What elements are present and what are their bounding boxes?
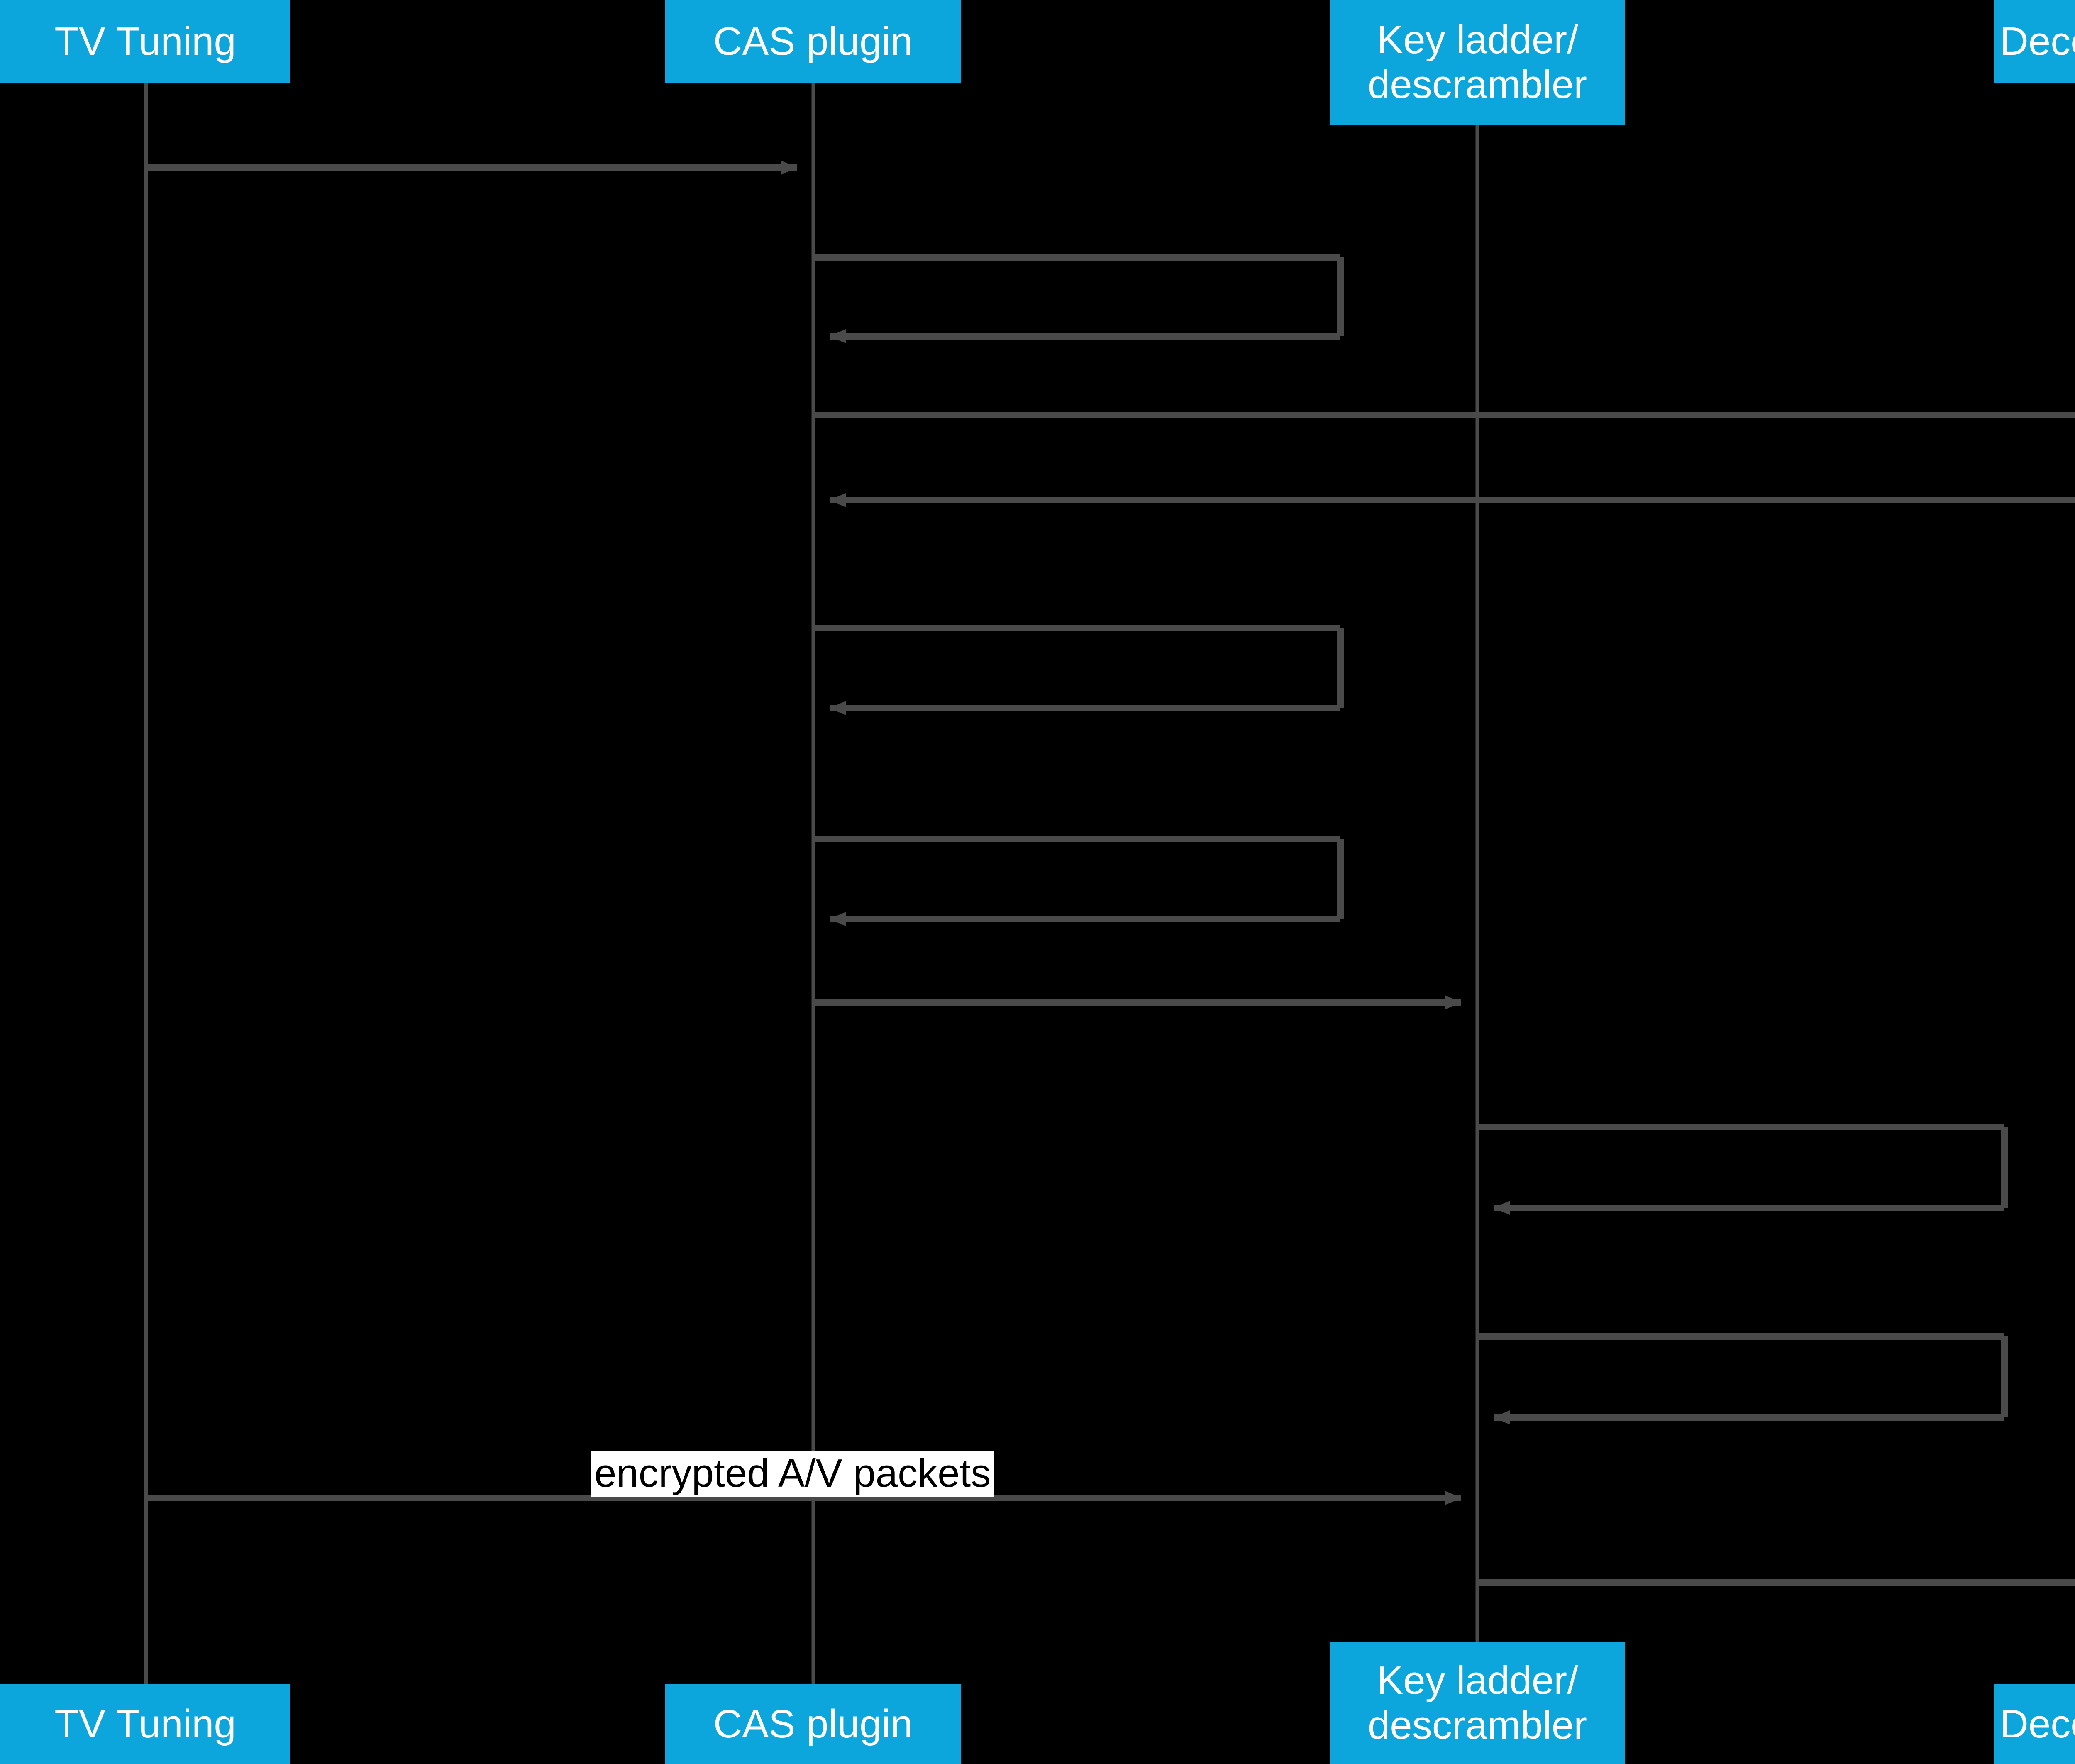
message-self-m5 (813, 625, 1344, 715)
message-label-encrypted-av-packets: encrypted A/V packets (591, 1451, 994, 1497)
actor-header-label-decode-display: Decode, display (1999, 19, 2075, 64)
lifelines (144, 83, 1479, 1684)
message-self-m8 (1477, 1124, 2008, 1215)
message-self-m2 (813, 254, 1344, 343)
actor-header-cas-plugin[interactable]: CAS plugin (665, 0, 961, 83)
actor-footer-label-key-ladder-descrambler: Key ladder/ descrambler (1367, 1658, 1587, 1747)
actor-footer-key-ladder-descrambler[interactable]: Key ladder/ descrambler (1330, 1642, 1625, 1764)
actor-footer-decode-display[interactable]: Decode, display (1994, 1684, 2075, 1764)
actor-header-key-ladder-descrambler[interactable]: Key ladder/ descrambler (1330, 0, 1625, 125)
message-self-m9 (1477, 1333, 2008, 1424)
actor-footer-label-cas-plugin: CAS plugin (713, 1701, 913, 1746)
actor-header-label-cas-plugin: CAS plugin (713, 19, 913, 64)
actor-footer-cas-plugin[interactable]: CAS plugin (665, 1684, 961, 1764)
actor-footer-label-tv-tuning: TV Tuning (54, 1701, 236, 1746)
actor-header-decode-display[interactable]: Decode, display (1994, 0, 2075, 83)
actor-footer-tv-tuning[interactable]: TV Tuning (0, 1684, 290, 1764)
actor-footer-label-decode-display: Decode, display (1999, 1701, 2075, 1746)
actor-header-label-key-ladder-descrambler: Key ladder/ descrambler (1367, 17, 1587, 107)
actor-header-tv-tuning[interactable]: TV Tuning (0, 0, 290, 83)
actor-header-label-tv-tuning: TV Tuning (54, 19, 236, 64)
message-self-m6 (813, 836, 1344, 926)
